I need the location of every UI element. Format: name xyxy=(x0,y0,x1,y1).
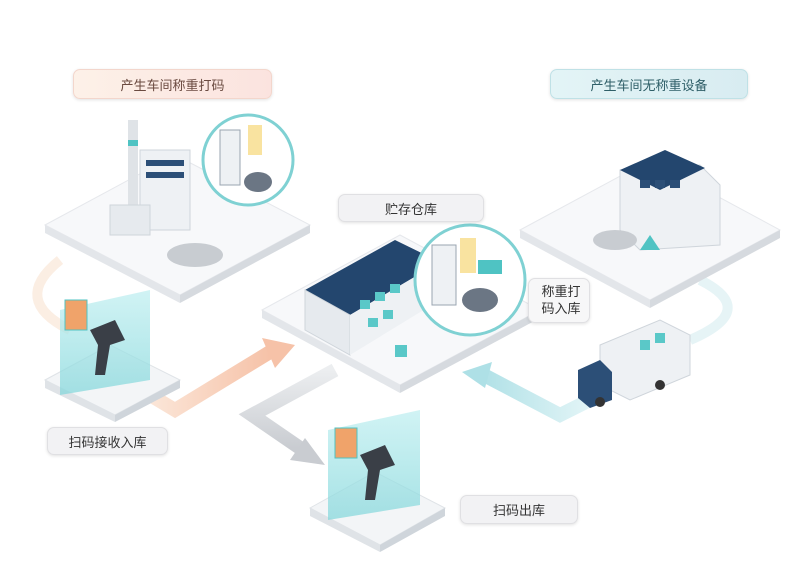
teal-arrow xyxy=(474,365,594,423)
truck xyxy=(578,319,691,408)
scanner-receive xyxy=(43,290,182,422)
scanner-outbound xyxy=(308,410,447,552)
warehouse-platform xyxy=(260,223,542,393)
grey-arrowhead xyxy=(290,438,325,465)
orange-arrowhead xyxy=(262,338,295,368)
label-scan-outbound: 扫码出库 xyxy=(460,495,578,524)
label-scan-receive-inbound: 扫码接收入库 xyxy=(47,427,168,455)
label-storage-warehouse: 贮存仓库 xyxy=(338,194,484,222)
teal-arrowhead xyxy=(462,362,492,388)
workshop-platform-left xyxy=(43,113,312,303)
grey-arrow xyxy=(238,363,339,454)
workshop-platform-right xyxy=(518,150,782,308)
orange-arrow xyxy=(146,346,274,419)
faint-flow-right xyxy=(688,275,733,345)
label-workshop-no-scale: 产生车间无称重设备 xyxy=(550,69,748,99)
faint-flow-left xyxy=(32,256,73,335)
label-workshop-weigh-code: 产生车间称重打码 xyxy=(73,69,272,99)
label-weigh-code-inbound: 称重打 码入库 xyxy=(528,278,590,323)
